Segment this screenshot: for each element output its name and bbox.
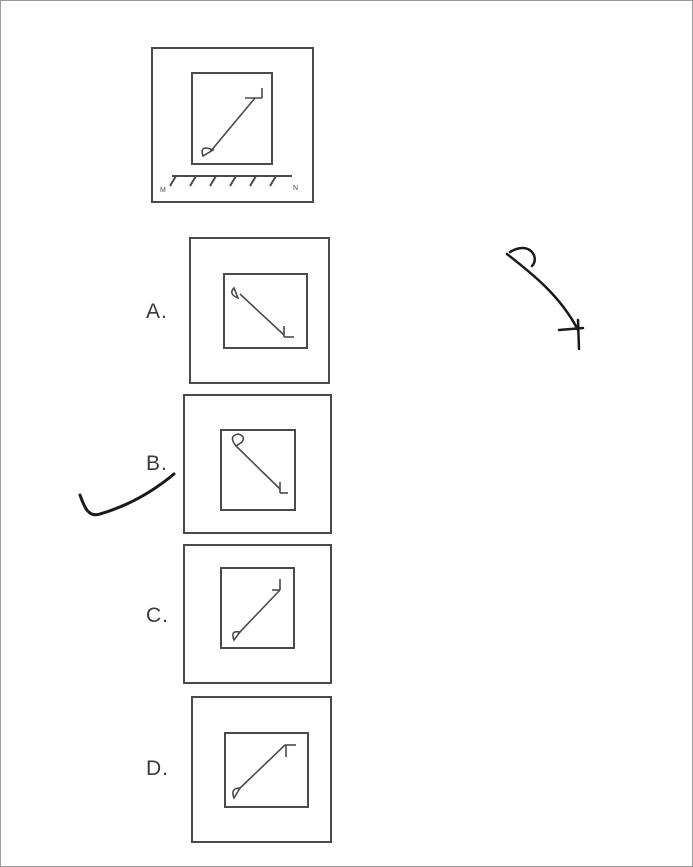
option-b-glyph — [231, 433, 288, 494]
option-c-outer-box — [183, 544, 332, 684]
option-b-inner-box — [220, 429, 296, 511]
option-d-inner-box — [224, 732, 309, 808]
option-a-label[interactable]: A. — [146, 300, 168, 323]
mirror-label-n: N — [293, 185, 298, 192]
option-b-outer-box — [183, 394, 332, 534]
option-d-glyph — [232, 744, 296, 800]
option-a-figure[interactable] — [189, 237, 330, 384]
option-a-glyph — [230, 286, 294, 338]
option-a-outer-box — [189, 237, 330, 384]
question-inner-box — [191, 72, 273, 165]
handwritten-checkmark — [78, 472, 176, 517]
option-b-label[interactable]: B. — [146, 452, 168, 475]
option-d-label[interactable]: D. — [146, 757, 169, 780]
option-c-inner-box — [220, 567, 295, 649]
mirror-label-m: M — [160, 187, 166, 194]
option-b-figure[interactable] — [183, 394, 332, 534]
option-c-label[interactable]: C. — [146, 604, 169, 627]
mirror-line — [169, 175, 292, 187]
question-glyph — [201, 88, 263, 158]
question-outer-box — [151, 47, 314, 203]
option-a-inner-box — [223, 273, 308, 349]
option-c-glyph — [232, 579, 281, 642]
handwritten-sketch — [505, 246, 585, 351]
option-c-figure[interactable] — [183, 544, 332, 684]
question-figure — [151, 47, 314, 203]
option-d-figure[interactable] — [191, 696, 332, 843]
option-d-outer-box — [191, 696, 332, 843]
